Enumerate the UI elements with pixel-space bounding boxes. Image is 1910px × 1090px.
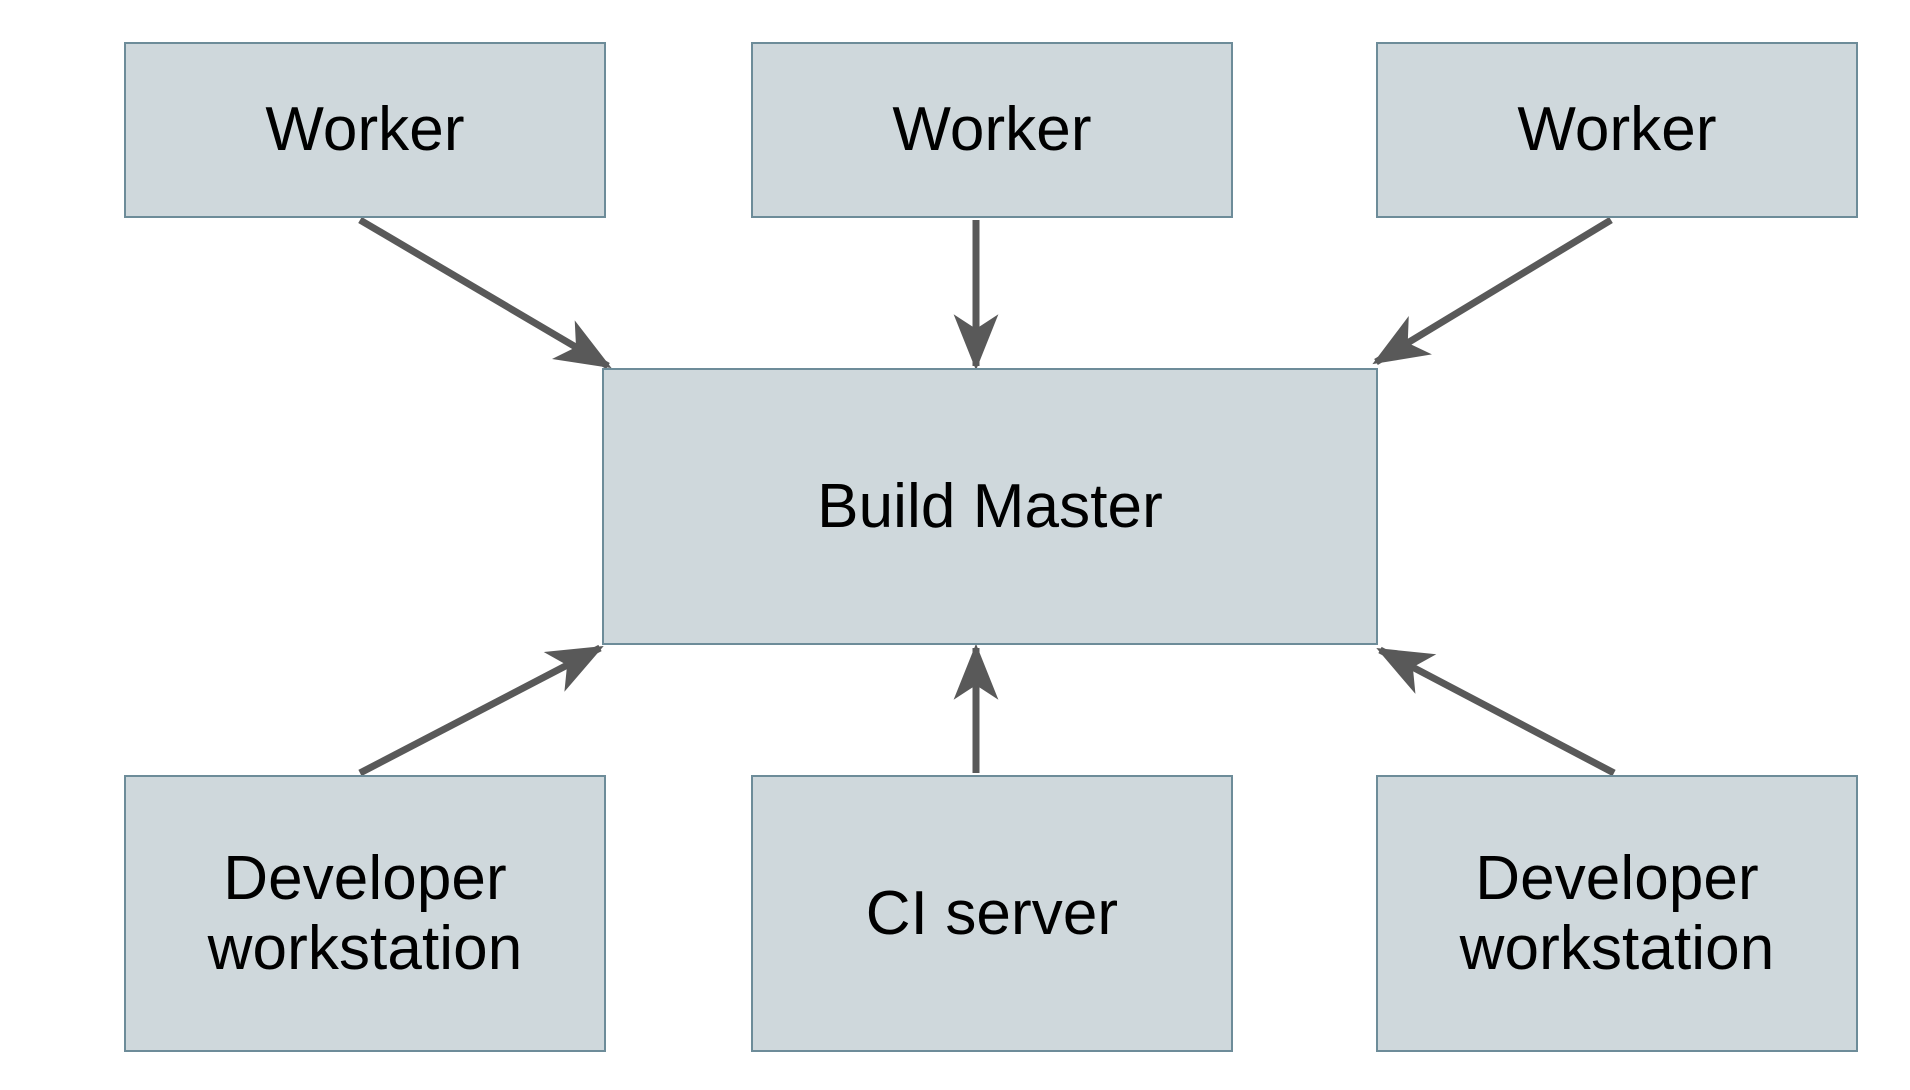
node-worker-2[interactable]: Worker [751,42,1233,218]
node-label-worker-3: Worker [1517,95,1717,165]
node-label-developer-workstation-right: Developer workstation [1459,844,1775,983]
node-label-ci-server: CI server [865,878,1119,948]
node-build-master[interactable]: Build Master [602,368,1378,645]
node-developer-workstation-right[interactable]: Developer workstation [1376,775,1858,1052]
node-label-developer-workstation-left: Developer workstation [207,844,523,983]
edge-devright-to-master [1376,646,1616,777]
node-label-build-master: Build Master [817,471,1163,541]
node-developer-workstation-left[interactable]: Developer workstation [124,775,606,1052]
node-ci-server[interactable]: CI server [751,775,1233,1052]
node-worker-3[interactable]: Worker [1376,42,1858,218]
node-worker-1[interactable]: Worker [124,42,606,218]
node-label-worker-2: Worker [892,95,1092,165]
edge-devleft-to-master [358,644,604,777]
edge-worker1-to-master [358,216,612,370]
node-label-worker-1: Worker [265,95,465,165]
edge-worker3-to-master [1372,217,1613,365]
